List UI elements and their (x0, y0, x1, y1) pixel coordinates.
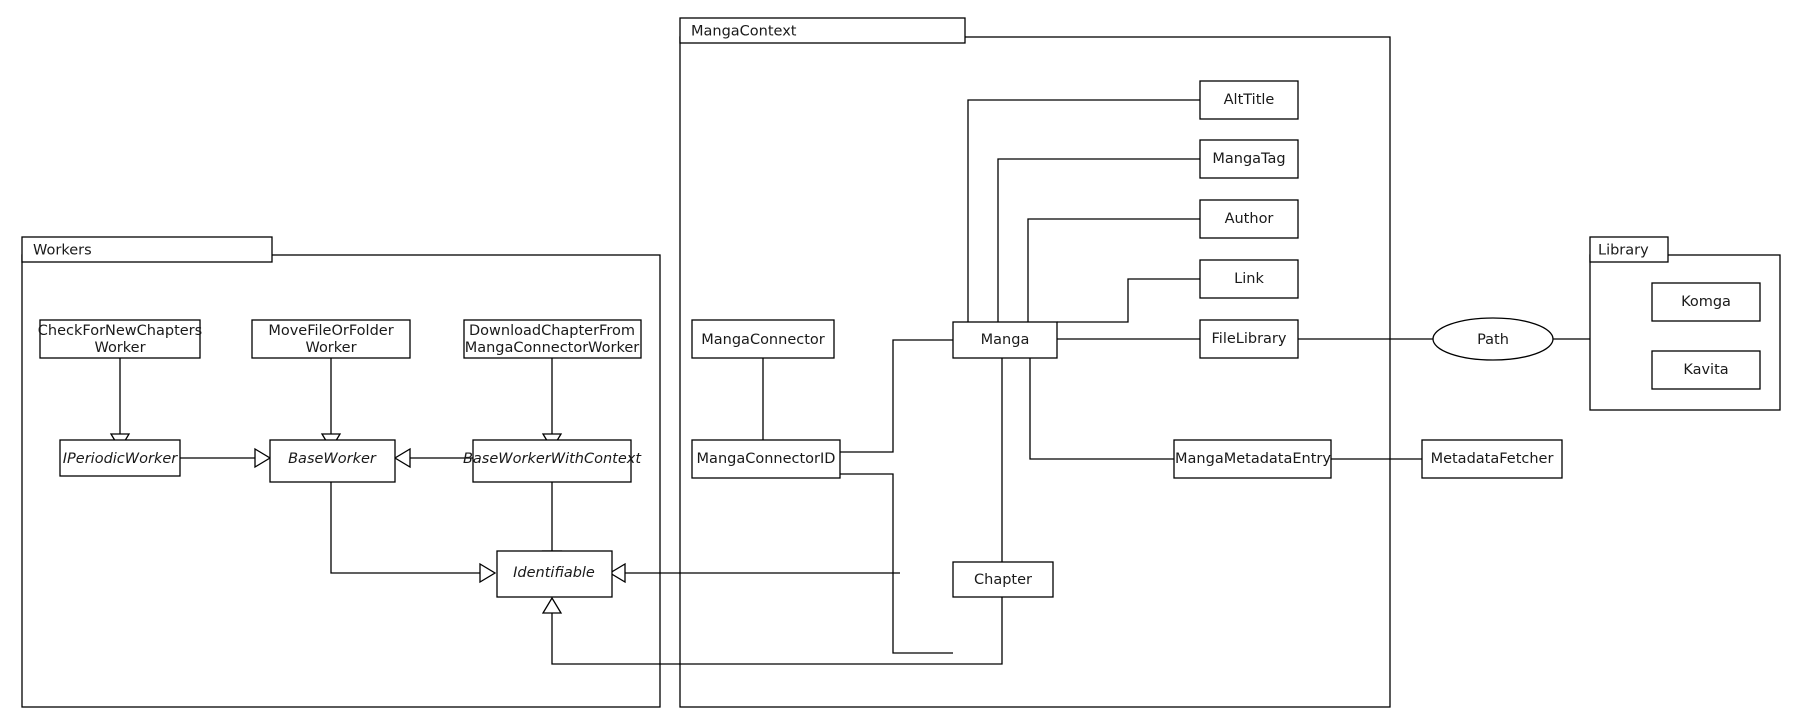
node-mangametadataentry-box (1173, 439, 1332, 479)
node-alttitle-box (1199, 80, 1299, 120)
node-baseworkerwithcontext[interactable]: BaseWorkerWithContext (463, 439, 642, 483)
node-iperiodicworker[interactable]: IPeriodicWorker (59, 439, 181, 477)
node-downloadchapterworker-box (463, 319, 642, 359)
node-link-box (1199, 259, 1299, 299)
node-mangaconnector-box (691, 319, 835, 359)
node-checkfornewchaptersworker[interactable]: CheckForNewChapters Worker (38, 319, 202, 359)
node-author-box (1199, 199, 1299, 239)
node-checkfornewchaptersworker-label-line2: Worker (94, 340, 145, 356)
node-checkfornewchaptersworker-label-line1: CheckForNewChapters (38, 323, 202, 339)
node-mangaconnectorid[interactable]: MangaConnectorID (691, 439, 841, 479)
node-mangatag-label: MangaTag (1212, 151, 1285, 167)
node-kavita[interactable]: Kavita (1651, 350, 1761, 390)
node-metadatafetcher[interactable]: MetadataFetcher (1421, 439, 1563, 479)
node-chapter-label: Chapter (974, 572, 1032, 588)
node-mangametadataentry[interactable]: MangaMetadataEntry (1173, 439, 1332, 479)
node-filelibrary-label: FileLibrary (1212, 331, 1287, 347)
node-movefileorfolderworker-label-line1: MoveFileOrFolder (268, 323, 393, 339)
package-mangacontext[interactable]: MangaContext (679, 17, 1391, 708)
node-metadatafetcher-box (1421, 439, 1563, 479)
node-metadatafetcher-label: MetadataFetcher (1431, 451, 1554, 467)
node-baseworker-box (269, 439, 396, 483)
node-alttitle-label: AltTitle (1224, 92, 1275, 108)
node-mangametadataentry-label: MangaMetadataEntry (1175, 451, 1331, 467)
edge-manga-to-mangatag (997, 158, 1200, 322)
node-manga[interactable]: Manga (952, 321, 1058, 359)
node-kavita-box (1651, 350, 1761, 390)
package-workers-label: Workers (33, 243, 92, 259)
node-movefileorfolderworker-label-line2: Worker (305, 340, 356, 356)
node-author[interactable]: Author (1199, 199, 1299, 239)
node-movefileorfolderworker-box (251, 319, 411, 359)
node-manga-label: Manga (981, 332, 1030, 348)
node-mangatag[interactable]: MangaTag (1199, 139, 1299, 179)
edge-mangaconnectorid-to-chapter (840, 473, 953, 654)
edge-baseworkerwithcontext-to-baseworker (393, 447, 473, 469)
node-iperiodicworker-box (59, 439, 181, 477)
node-downloadchapterworker-label-line1: DownloadChapterFrom (469, 323, 635, 339)
edge-manga-to-mangametadataentry (1029, 358, 1174, 460)
node-alttitle[interactable]: AltTitle (1199, 80, 1299, 120)
package-mangacontext-body (679, 36, 1391, 708)
node-link-label: Link (1234, 271, 1264, 287)
package-mangacontext-label: MangaContext (691, 24, 797, 40)
node-movefileorfolderworker[interactable]: MoveFileOrFolder Worker (251, 319, 411, 359)
node-mangaconnector[interactable]: MangaConnector (691, 319, 835, 359)
node-chapter-box (952, 561, 1054, 598)
node-baseworker[interactable]: BaseWorker (269, 439, 396, 483)
node-downloadchapterworker[interactable]: DownloadChapterFrom MangaConnectorWorker (463, 319, 642, 359)
node-komga-box (1651, 282, 1761, 322)
package-workers-tab (21, 236, 273, 263)
edge-iperiodicworker-to-baseworker (180, 447, 272, 469)
edge-mangaconnectorid-to-identifiable (608, 562, 900, 584)
node-iperiodicworker-label: IPeriodicWorker (63, 451, 178, 467)
node-downloadchapterworker-label-line2: MangaConnectorWorker (465, 340, 640, 356)
node-path-ellipse (1432, 317, 1554, 361)
node-filelibrary-box (1199, 319, 1299, 359)
edge-baseworker-to-identifiable (330, 482, 497, 584)
node-link[interactable]: Link (1199, 259, 1299, 299)
node-komga-label: Komga (1681, 294, 1731, 310)
node-mangaconnectorid-box (691, 439, 841, 479)
node-checkfornewchaptersworker-box (39, 319, 201, 359)
edge-manga-to-link (1057, 278, 1200, 323)
node-baseworkerwithcontext-box (472, 439, 632, 483)
edge-mangaconnectorid-to-manga (840, 339, 953, 453)
package-library-label: Library (1598, 243, 1649, 259)
node-kavita-label: Kavita (1683, 362, 1728, 378)
node-filelibrary[interactable]: FileLibrary (1199, 319, 1299, 359)
node-path[interactable]: Path (1432, 317, 1554, 361)
node-komga[interactable]: Komga (1651, 282, 1761, 322)
node-chapter[interactable]: Chapter (952, 561, 1054, 598)
node-baseworkerwithcontext-label: BaseWorkerWithContext (463, 451, 642, 467)
package-mangacontext-tab (679, 17, 966, 44)
node-identifiable-box (496, 550, 613, 598)
node-path-label: Path (1477, 332, 1509, 348)
edge-manga-to-author (1027, 218, 1200, 322)
node-baseworker-label: BaseWorker (288, 451, 377, 467)
node-identifiable-label: Identifiable (513, 565, 595, 581)
node-mangaconnectorid-label: MangaConnectorID (697, 451, 836, 467)
package-library-tab (1589, 236, 1669, 263)
node-manga-box (952, 321, 1058, 359)
edge-chapter-to-identifiable (541, 596, 1003, 665)
node-identifiable[interactable]: Identifiable (496, 550, 613, 598)
edge-manga-to-alttitle (967, 99, 1200, 322)
node-mangatag-box (1199, 139, 1299, 179)
node-author-label: Author (1225, 211, 1274, 227)
node-mangaconnector-label: MangaConnector (701, 332, 825, 348)
